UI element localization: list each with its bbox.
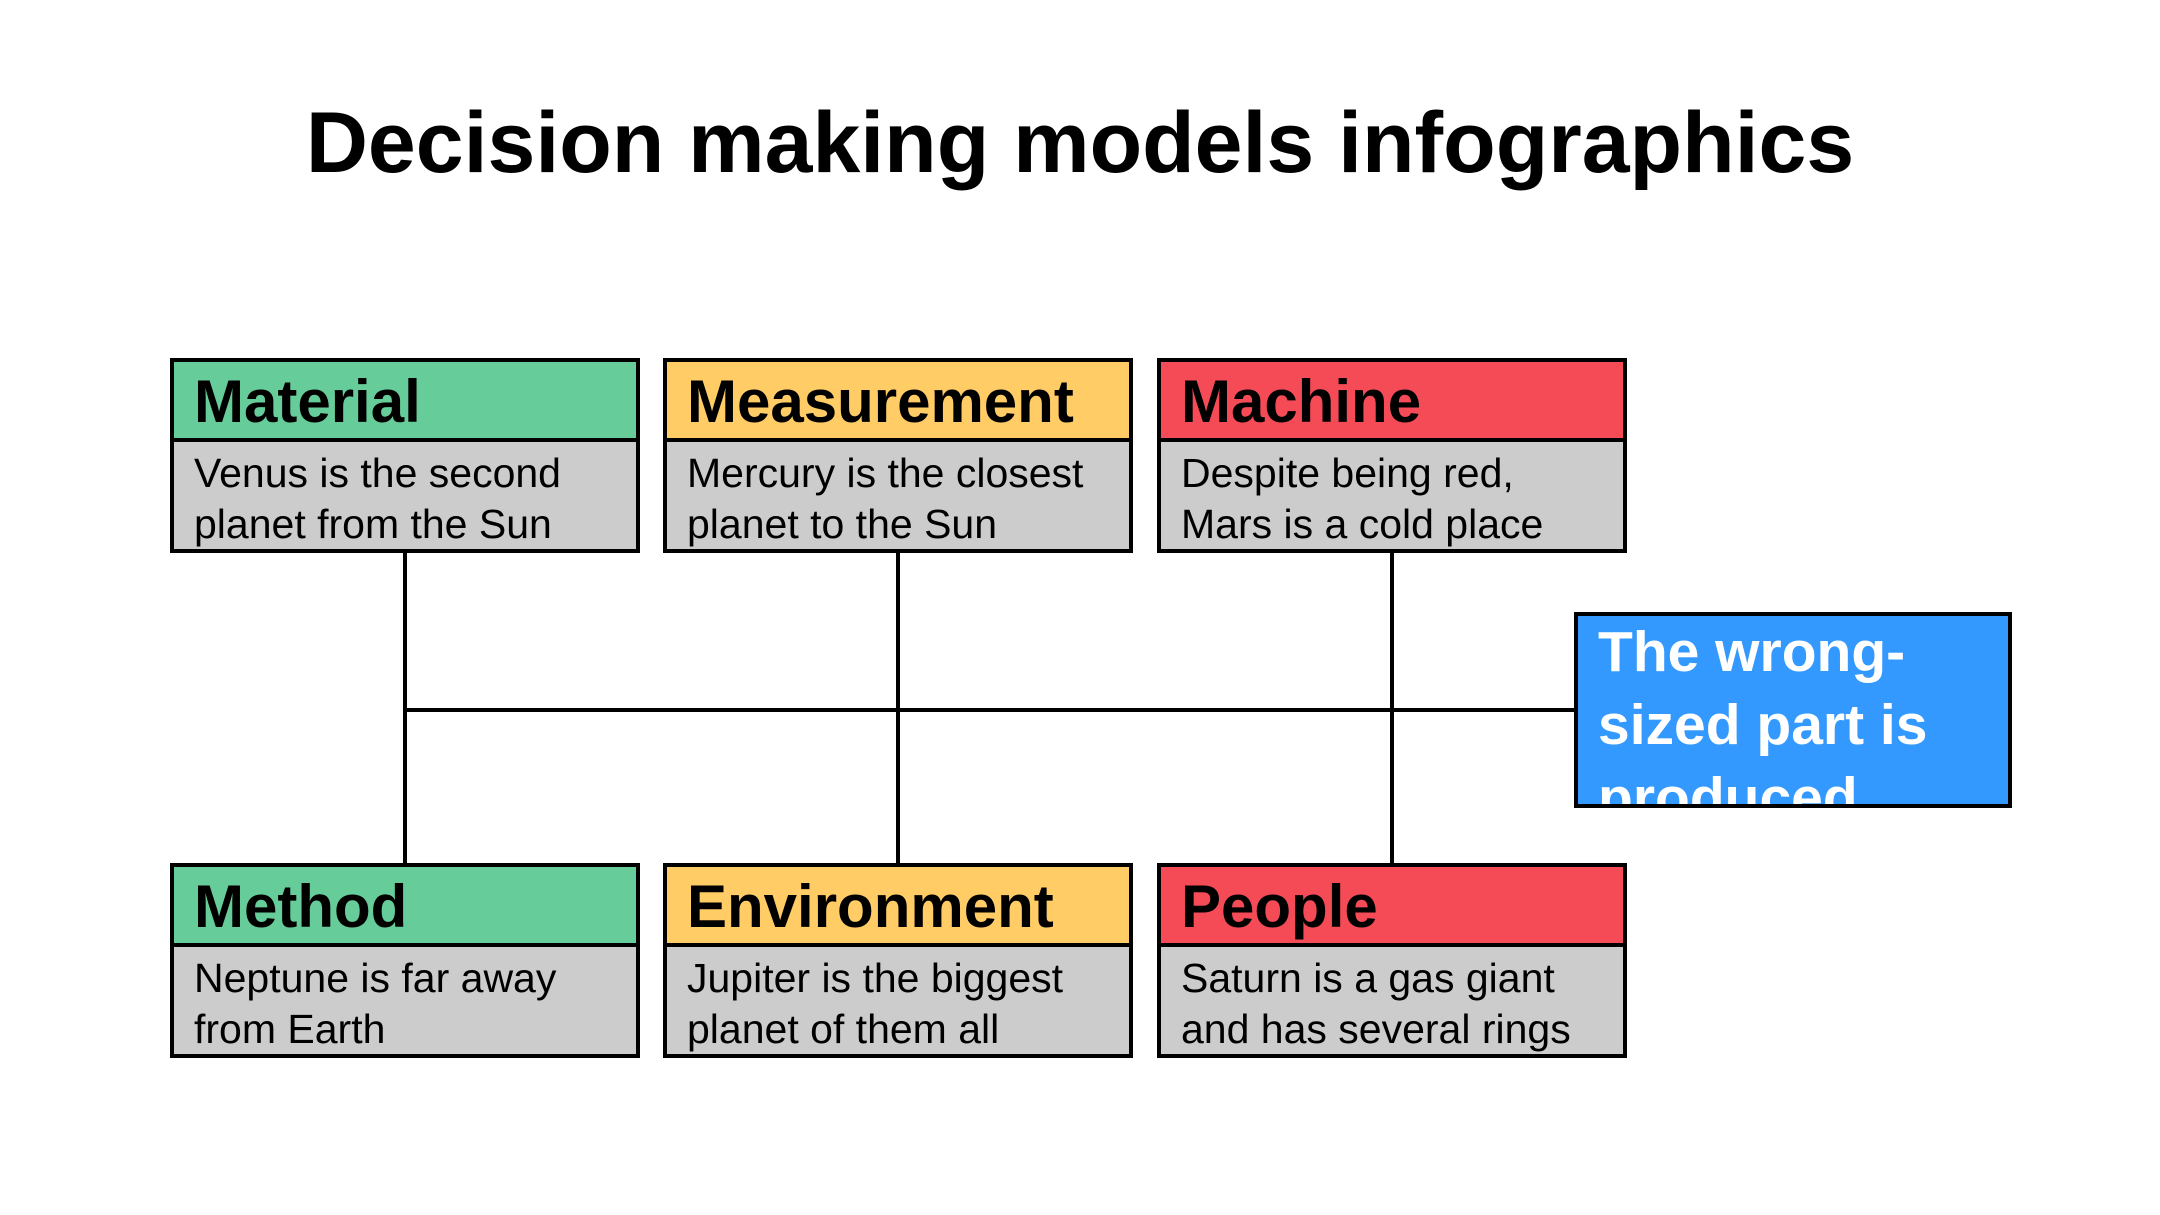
card-text-line: Venus is the second bbox=[194, 450, 561, 496]
card-body-environment: Jupiter is the biggest planet of them al… bbox=[667, 947, 1129, 1055]
card-text-line: Mercury is the closest bbox=[687, 450, 1084, 496]
page-title: Decision making models infographics bbox=[305, 95, 1855, 191]
result-text-line: produced bbox=[1598, 766, 1858, 808]
card-method: Method Neptune is far away from Earth bbox=[170, 863, 640, 1058]
card-text-line: Mars is a cold place bbox=[1181, 501, 1544, 547]
card-text-line: planet of them all bbox=[687, 1006, 1000, 1052]
card-measurement: Measurement Mercury is the closest plane… bbox=[663, 358, 1133, 553]
card-text-line: planet from the Sun bbox=[194, 501, 552, 547]
card-body-machine: Despite being red, Mars is a cold place bbox=[1161, 442, 1623, 550]
card-environment: Environment Jupiter is the biggest plane… bbox=[663, 863, 1133, 1058]
result-box: The wrong- sized part is produced bbox=[1574, 612, 2012, 808]
card-body-material: Venus is the second planet from the Sun bbox=[174, 442, 636, 550]
card-machine: Machine Despite being red, Mars is a col… bbox=[1157, 358, 1627, 553]
card-header-environment: Environment bbox=[667, 867, 1129, 947]
card-text-line: Saturn is a gas giant bbox=[1181, 955, 1555, 1001]
card-header-measurement: Measurement bbox=[667, 362, 1129, 442]
card-body-measurement: Mercury is the closest planet to the Sun bbox=[667, 442, 1129, 550]
result-text-line: The wrong- bbox=[1598, 620, 1906, 684]
card-body-method: Neptune is far away from Earth bbox=[174, 947, 636, 1055]
card-text-line: Jupiter is the biggest bbox=[687, 955, 1064, 1001]
card-header-method: Method bbox=[174, 867, 636, 947]
card-header-people: People bbox=[1161, 867, 1623, 947]
card-material: Material Venus is the second planet from… bbox=[170, 358, 640, 553]
card-text-line: from Earth bbox=[194, 1006, 386, 1052]
card-header-material: Material bbox=[174, 362, 636, 442]
card-text-line: Despite being red, bbox=[1181, 450, 1514, 496]
card-people: People Saturn is a gas giant and has sev… bbox=[1157, 863, 1627, 1058]
card-text-line: Neptune is far away bbox=[194, 955, 557, 1001]
result-text-line: sized part is bbox=[1598, 693, 1928, 757]
card-text-line: and has several rings bbox=[1181, 1006, 1571, 1052]
card-body-people: Saturn is a gas giant and has several ri… bbox=[1161, 947, 1623, 1055]
card-text-line: planet to the Sun bbox=[687, 501, 998, 547]
card-header-machine: Machine bbox=[1161, 362, 1623, 442]
